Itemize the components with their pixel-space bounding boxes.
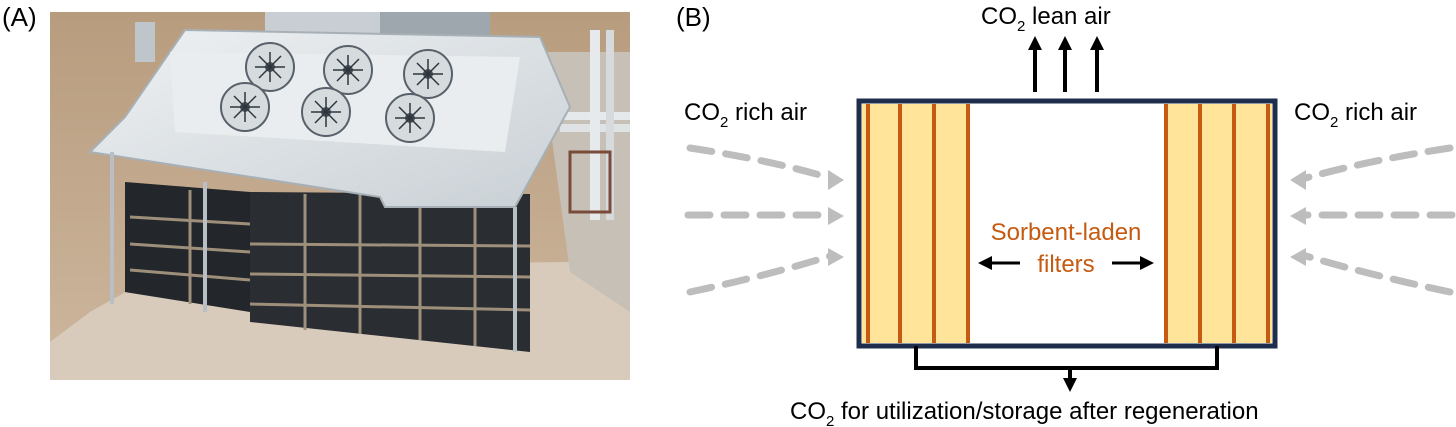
arrow-up-icon	[1028, 36, 1104, 92]
left-airflow	[684, 144, 834, 296]
arrow-down-icon	[1063, 378, 1077, 392]
double-arrow-icon	[978, 256, 1154, 270]
right-filter-bank	[1164, 104, 1272, 343]
right-airflow	[1302, 144, 1456, 296]
panel-a-label: (A)	[2, 2, 37, 32]
panel-b-label: (B)	[676, 2, 711, 32]
dac-schematic: CO2 lean air CO2 rich air CO2 rich air	[684, 3, 1456, 427]
fan-icon	[220, 42, 453, 143]
left-filter-bank	[862, 104, 970, 343]
top-label: CO2 lean air	[981, 3, 1111, 35]
center-label-line1: Sorbent-laden	[991, 219, 1142, 246]
regeneration-outlet	[914, 346, 1219, 380]
dac-unit-photo	[50, 12, 630, 380]
right-label: CO2 rich air	[1294, 99, 1417, 131]
left-label: CO2 rich air	[684, 99, 807, 131]
center-label-line2: filters	[1037, 251, 1094, 278]
bottom-label: CO2 for utilization/storage after regene…	[790, 398, 1259, 427]
